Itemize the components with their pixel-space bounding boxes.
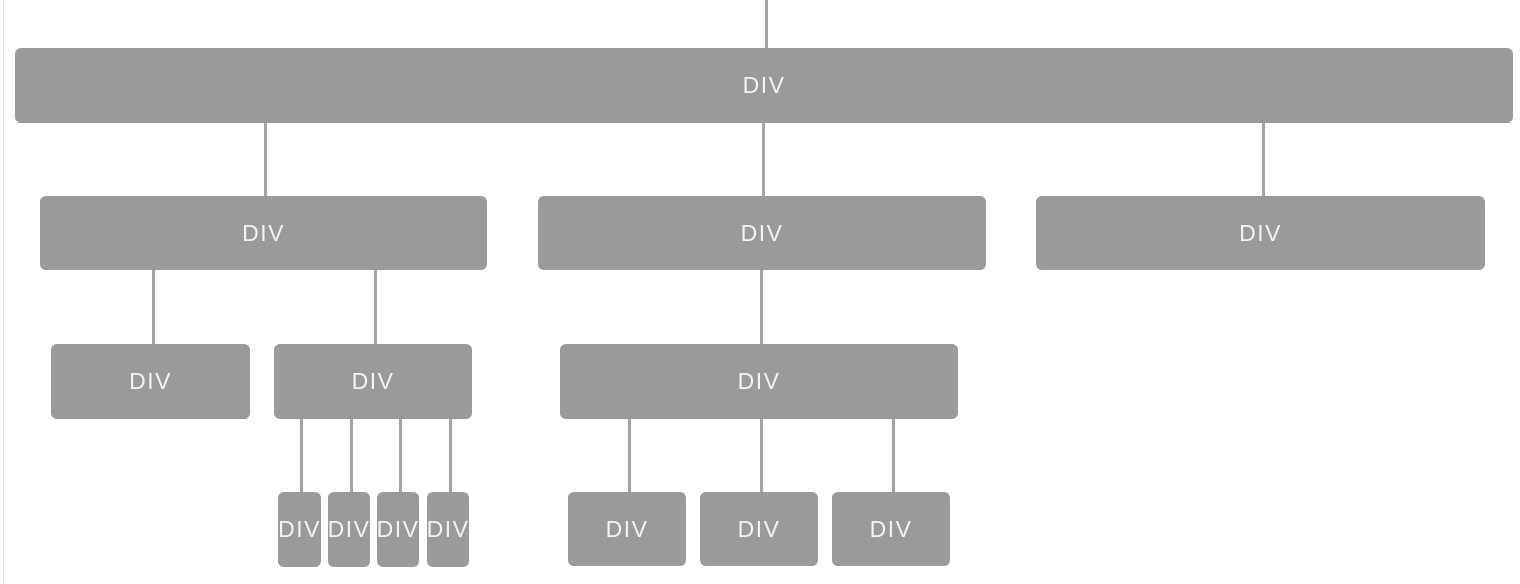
node-left-child-2: DIV [274,344,472,419]
connector-to-left-grandchild-1 [300,417,303,494]
connector-root-to-middle-branch [762,121,765,198]
connector-middle-branch-to-child [760,269,763,346]
viewport-left-edge-line [3,0,4,584]
connector-to-left-grandchild-4 [449,417,452,494]
connector-to-middle-grandchild-3 [892,417,895,494]
node-left-branch: DIV [40,196,487,270]
connector-left-branch-to-child-2 [374,269,377,346]
connector-root-to-left-branch [264,121,267,198]
node-middle-branch: DIV [538,196,986,270]
node-middle-grandchild-1: DIV [568,492,686,566]
node-root: DIV [15,48,1513,123]
connector-to-left-grandchild-3 [399,417,402,494]
node-left-grandchild-2: DIV [328,492,370,567]
node-left-grandchild-1: DIV [278,492,321,567]
node-left-grandchild-3: DIV [377,492,419,567]
connector-to-middle-grandchild-2 [760,417,763,494]
connector-root-to-right-branch [1262,121,1265,198]
node-middle-grandchild-2: DIV [700,492,818,566]
connector-to-left-grandchild-2 [350,417,353,494]
connector-root-to-offscreen-parent [765,0,768,50]
node-left-grandchild-4: DIV [427,492,469,567]
connector-to-middle-grandchild-1 [628,417,631,494]
node-right-branch: DIV [1036,196,1485,270]
node-middle-child: DIV [560,344,958,419]
node-left-child-1: DIV [51,344,250,419]
connector-left-branch-to-child-1 [152,269,155,346]
node-middle-grandchild-3: DIV [832,492,950,566]
